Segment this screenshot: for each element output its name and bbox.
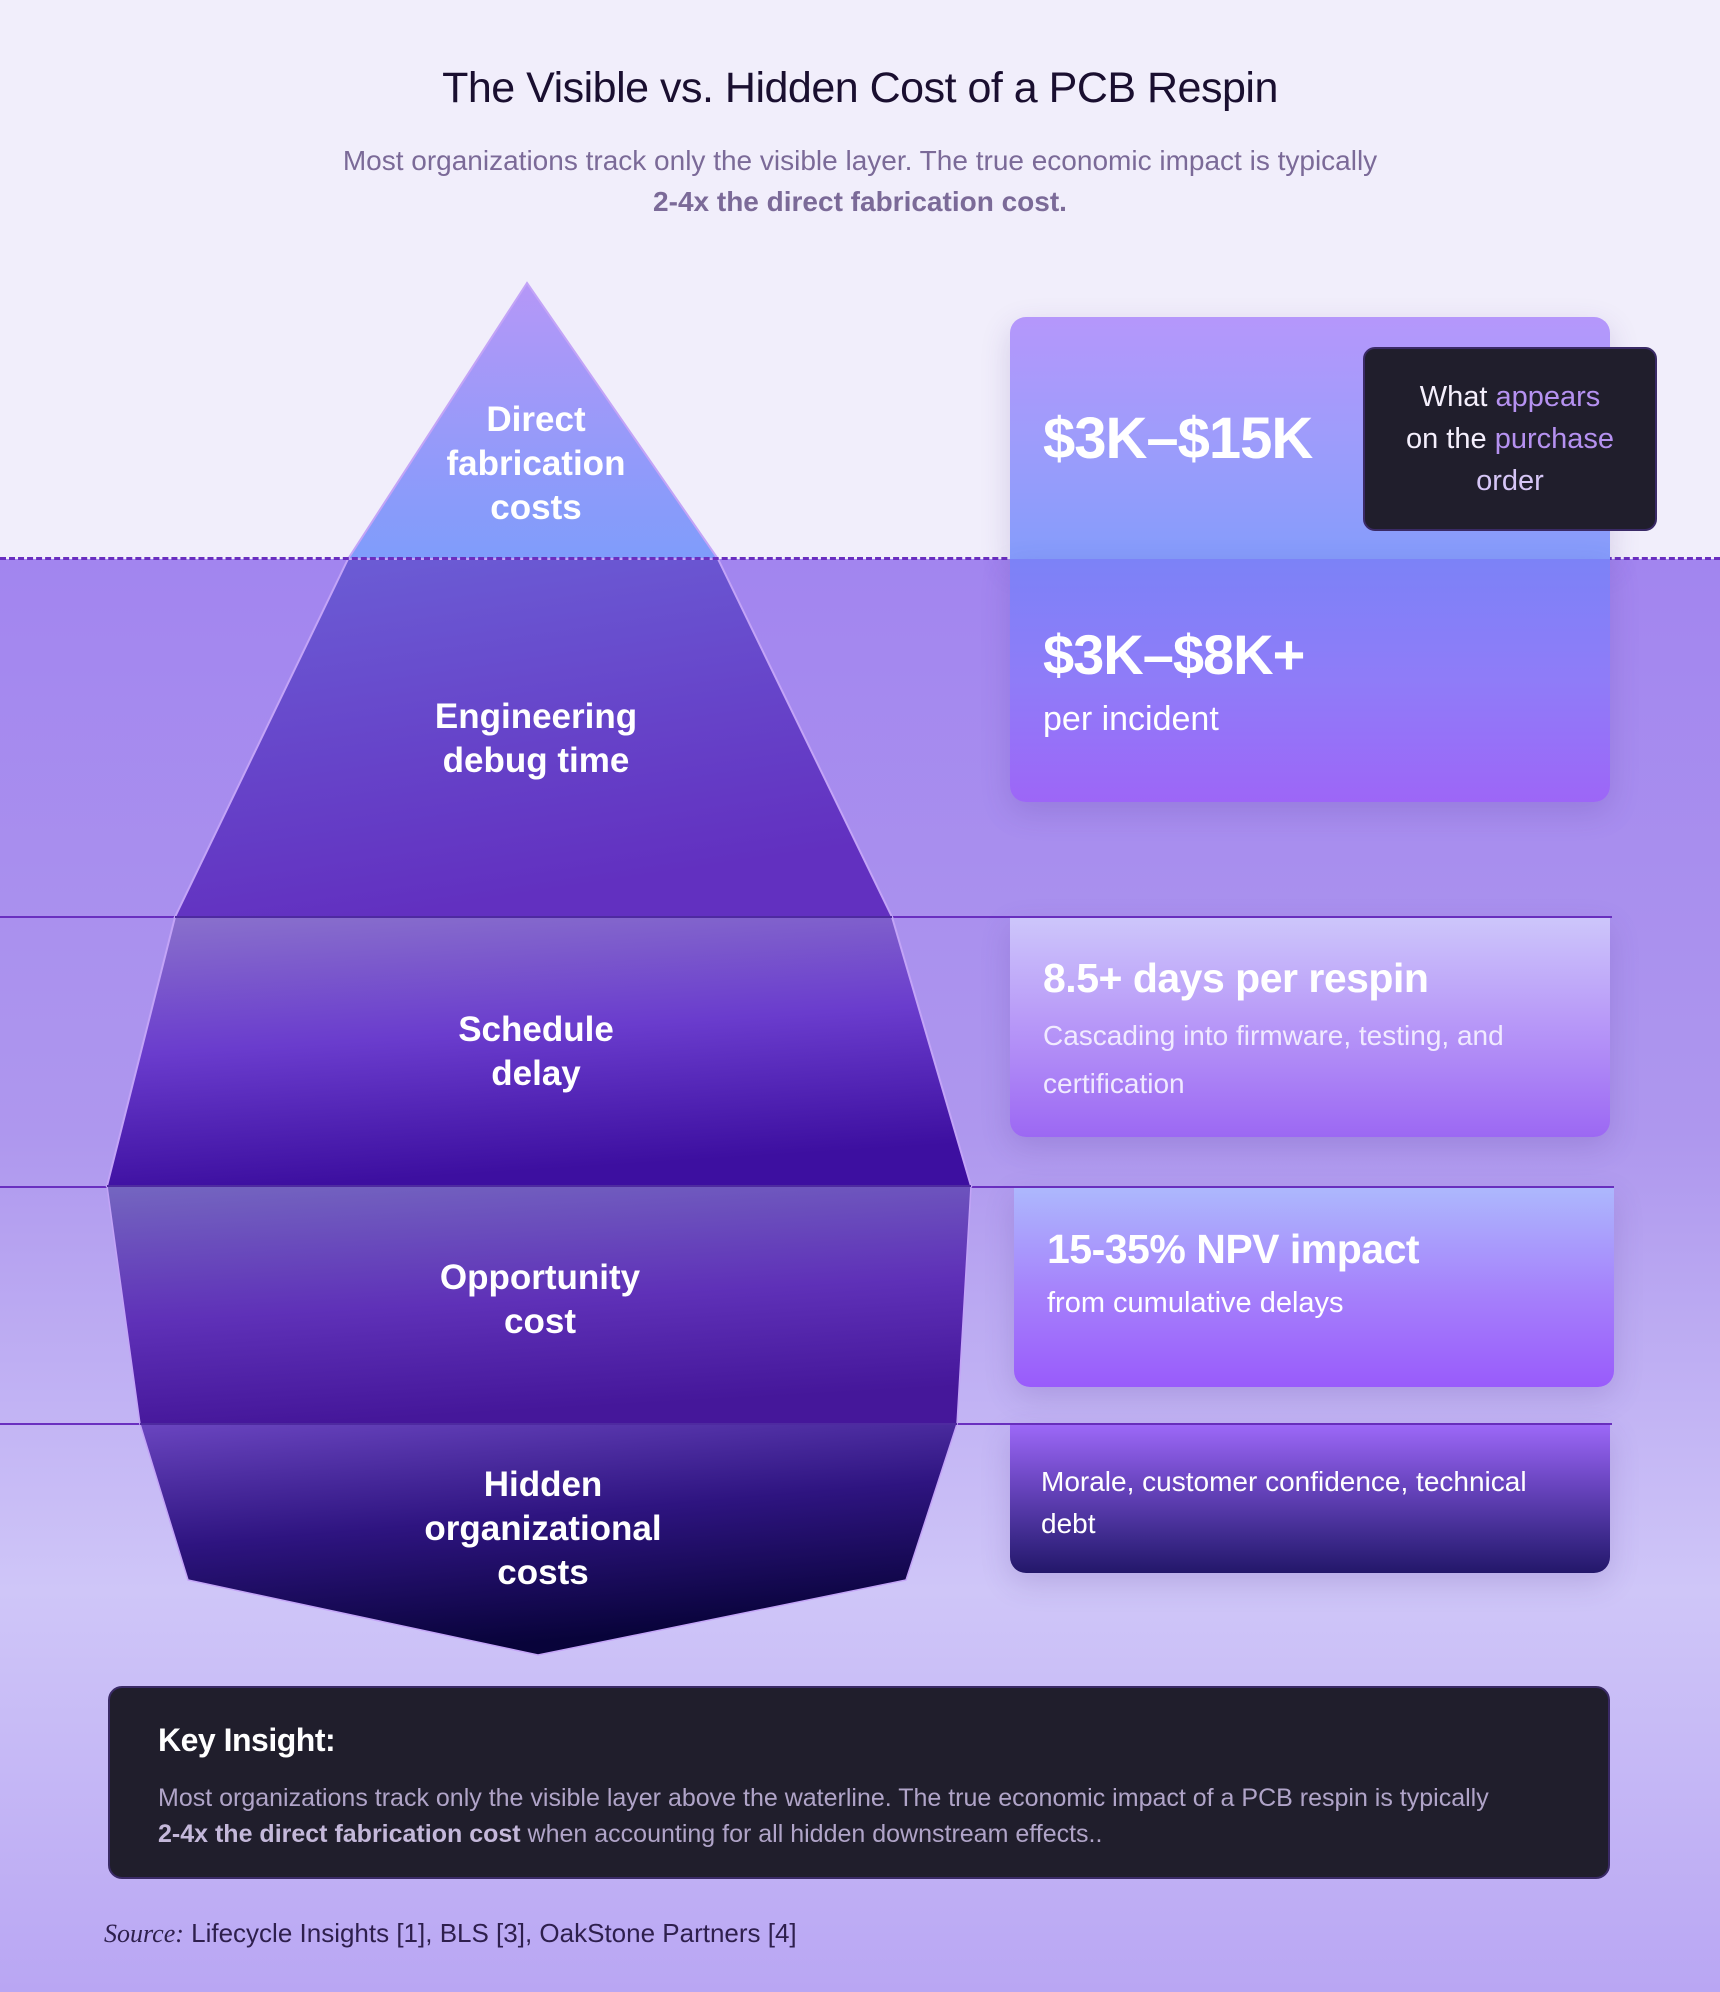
cost-subtext: Morale, customer confidence, technical d… [1041, 1461, 1601, 1545]
label-line: costs [490, 488, 582, 527]
purchase-order-callout: What appears on the purchase order [1363, 347, 1657, 531]
key-insight-heading: Key Insight: [158, 1722, 336, 1758]
callout-text: What [1419, 381, 1488, 413]
callout-text: on the [1405, 423, 1487, 455]
layer-label-direct-fabrication: Direct fabrication costs [386, 398, 686, 530]
layer-label-schedule-delay: Schedule delay [386, 1008, 686, 1096]
label-line: Hidden [483, 1465, 603, 1504]
key-insight-body: Most organizations track only the visibl… [158, 1780, 1578, 1852]
source-label: Source: [104, 1919, 184, 1948]
label-line: costs [497, 1553, 589, 1592]
layer-label-engineering-debug: Engineering debug time [386, 695, 686, 783]
subtitle-bold: 2-4x the direct fabrication cost. [653, 186, 1067, 217]
insight-text: Most organizations track only the visibl… [158, 1784, 1489, 1812]
label-line: delay [491, 1054, 581, 1093]
cost-value: 15-35% NPV impact [1047, 1226, 1420, 1272]
cost-subtext: per incident [1043, 700, 1219, 738]
label-line: Opportunity [439, 1258, 641, 1297]
subtext-line: Cascading into firmware, testing, and [1043, 1020, 1504, 1051]
source-citation: Source: Lifecycle Insights [1], BLS [3],… [104, 1918, 797, 1949]
page-subtitle: Most organizations track only the visibl… [260, 140, 1460, 222]
layer-label-hidden-organizational: Hidden organizational costs [393, 1463, 693, 1595]
waterline [0, 557, 1720, 560]
callout-highlight: order [1476, 465, 1544, 497]
source-text: Lifecycle Insights [1], BLS [3], OakSton… [183, 1918, 797, 1948]
layer-label-opportunity-cost: Opportunity cost [390, 1256, 690, 1344]
label-line: Schedule [458, 1010, 614, 1049]
callout-highlight: purchase [1494, 423, 1614, 455]
cost-value: 8.5+ days per respin [1043, 955, 1429, 1001]
cost-subtext: from cumulative delays [1047, 1287, 1344, 1319]
insight-text: when accounting for all hidden downstrea… [520, 1820, 1103, 1848]
key-insight-panel: Key Insight: Most organizations track on… [108, 1686, 1610, 1879]
subtext-line: certification [1043, 1068, 1185, 1099]
cost-value: $3K–$15K [1043, 406, 1313, 471]
cost-card-engineering-debug: $3K–$8K+ per incident [1010, 559, 1610, 802]
subtext-line: Morale, customer confidence, technical [1041, 1466, 1527, 1497]
subtitle-text: Most organizations track only the visibl… [342, 145, 1378, 176]
label-line: cost [504, 1302, 576, 1341]
label-line: fabrication [446, 444, 626, 483]
cost-card-schedule-delay: 8.5+ days per respin Cascading into firm… [1010, 918, 1610, 1137]
subtext-line: debt [1041, 1508, 1096, 1539]
callout-highlight: appears [1495, 381, 1601, 413]
cost-value: $3K–$8K+ [1043, 623, 1305, 686]
label-line: Direct [486, 400, 586, 439]
label-line: Engineering [434, 697, 638, 736]
cost-card-opportunity-cost: 15-35% NPV impact from cumulative delays [1014, 1188, 1614, 1387]
cost-card-hidden-organizational: Morale, customer confidence, technical d… [1010, 1425, 1610, 1573]
label-line: organizational [424, 1509, 662, 1548]
label-line: debug time [442, 741, 630, 780]
cost-subtext: Cascading into firmware, testing, and ce… [1043, 1012, 1583, 1108]
insight-bold: 2-4x the direct fabrication cost [158, 1820, 521, 1848]
page-title: The Visible vs. Hidden Cost of a PCB Res… [442, 64, 1278, 112]
